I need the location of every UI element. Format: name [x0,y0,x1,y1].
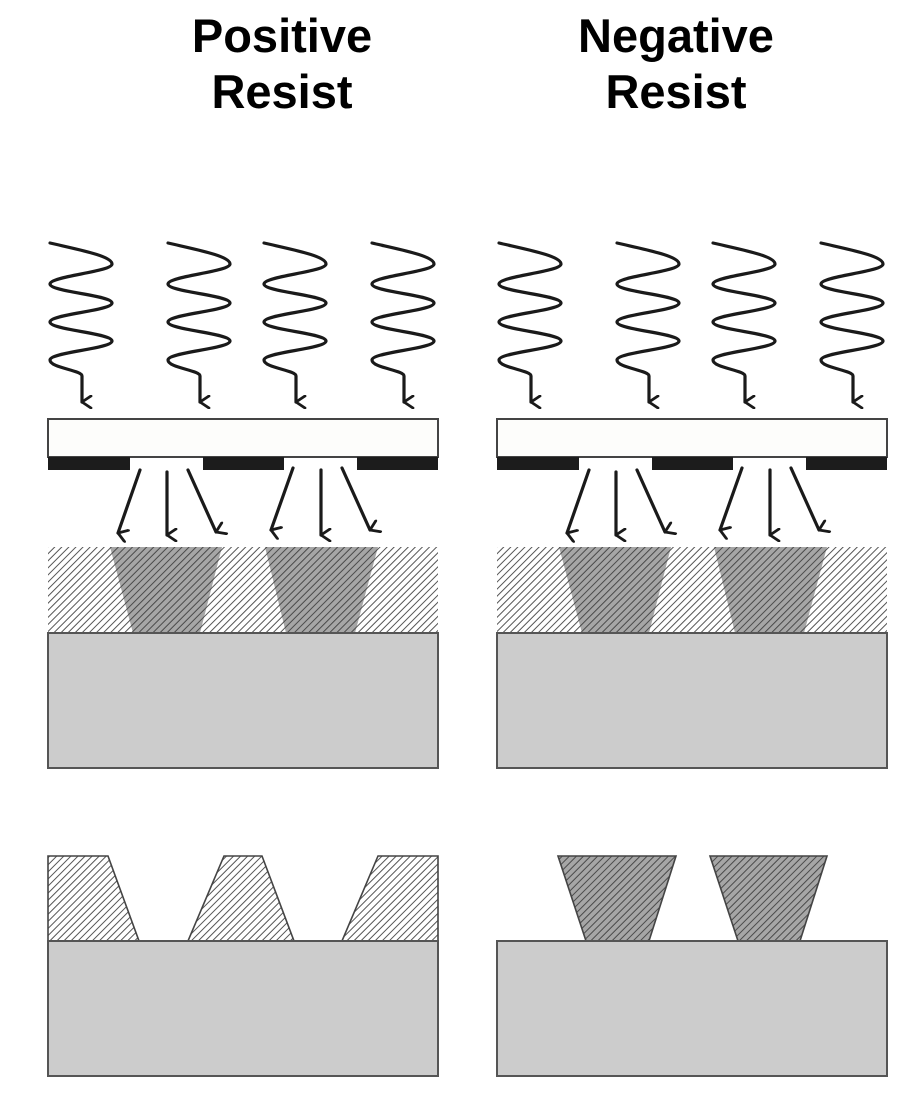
title-line-2: Resist [605,65,747,118]
negative-resist-title: Negative Resist [526,8,826,120]
negative-resist-panel [496,241,888,1077]
diffracted-arrow-icon [718,466,744,530]
mask-chrome-segment [652,457,733,470]
uv-light-ray-arrow-icon [819,241,885,402]
diffracted-arrow-icon [635,468,665,532]
uv-light-ray-arrow-icon [497,241,563,402]
developed-resist-pattern [556,855,829,942]
remaining-resist-feature [340,855,439,942]
mask-glass-plate [47,418,439,458]
substrate [496,632,888,769]
remaining-resist-feature [708,855,829,942]
uv-light-ray-arrow-icon [615,241,681,402]
diffracted-arrow-icon [116,468,142,533]
diffracted-arrow-icon [186,468,216,532]
positive-resist-title: Positive Resist [132,8,432,120]
positive-resist-panel [47,241,439,1077]
diffracted-arrow-icon [565,468,591,533]
remaining-resist-feature [186,855,296,942]
mask-chrome-segment [357,457,438,470]
diffracted-arrow-icon [269,466,295,530]
exposed-resist-region [110,547,222,633]
mask-chrome-segment [203,457,284,470]
developed-resist-pattern [47,855,439,942]
remaining-resist-feature [47,855,141,942]
diffracted-light-arrows [565,466,819,535]
exposed-resist-region [714,547,827,633]
diffracted-arrow-icon [789,466,819,530]
remaining-resist-feature [556,855,678,942]
photomask [496,418,888,470]
substrate [47,632,439,769]
photoresist-layer-exposure [48,547,438,633]
photomask [47,418,439,470]
substrate [47,940,439,1077]
title-line-1: Positive [191,9,373,62]
mask-chrome-segment [48,457,130,470]
diffracted-arrow-icon [340,466,370,530]
substrate [496,940,888,1077]
uv-light-rays [497,241,885,402]
photoresist-layer-exposure [497,547,887,633]
mask-chrome-segment [497,457,579,470]
unexposed-resist [497,547,887,633]
exposed-resist-region [559,547,671,633]
exposed-resist-region [265,547,378,633]
mask-glass-plate [496,418,888,458]
unexposed-resist [48,547,438,633]
uv-light-ray-arrow-icon [262,241,328,402]
title-line-1: Negative [578,9,774,62]
uv-light-ray-arrow-icon [711,241,777,402]
uv-light-ray-arrow-icon [48,241,114,402]
diffracted-light-arrows [116,466,370,535]
title-line-2: Resist [211,65,353,118]
uv-light-rays [48,241,436,402]
uv-light-ray-arrow-icon [370,241,436,402]
uv-light-ray-arrow-icon [166,241,232,402]
mask-chrome-segment [806,457,887,470]
